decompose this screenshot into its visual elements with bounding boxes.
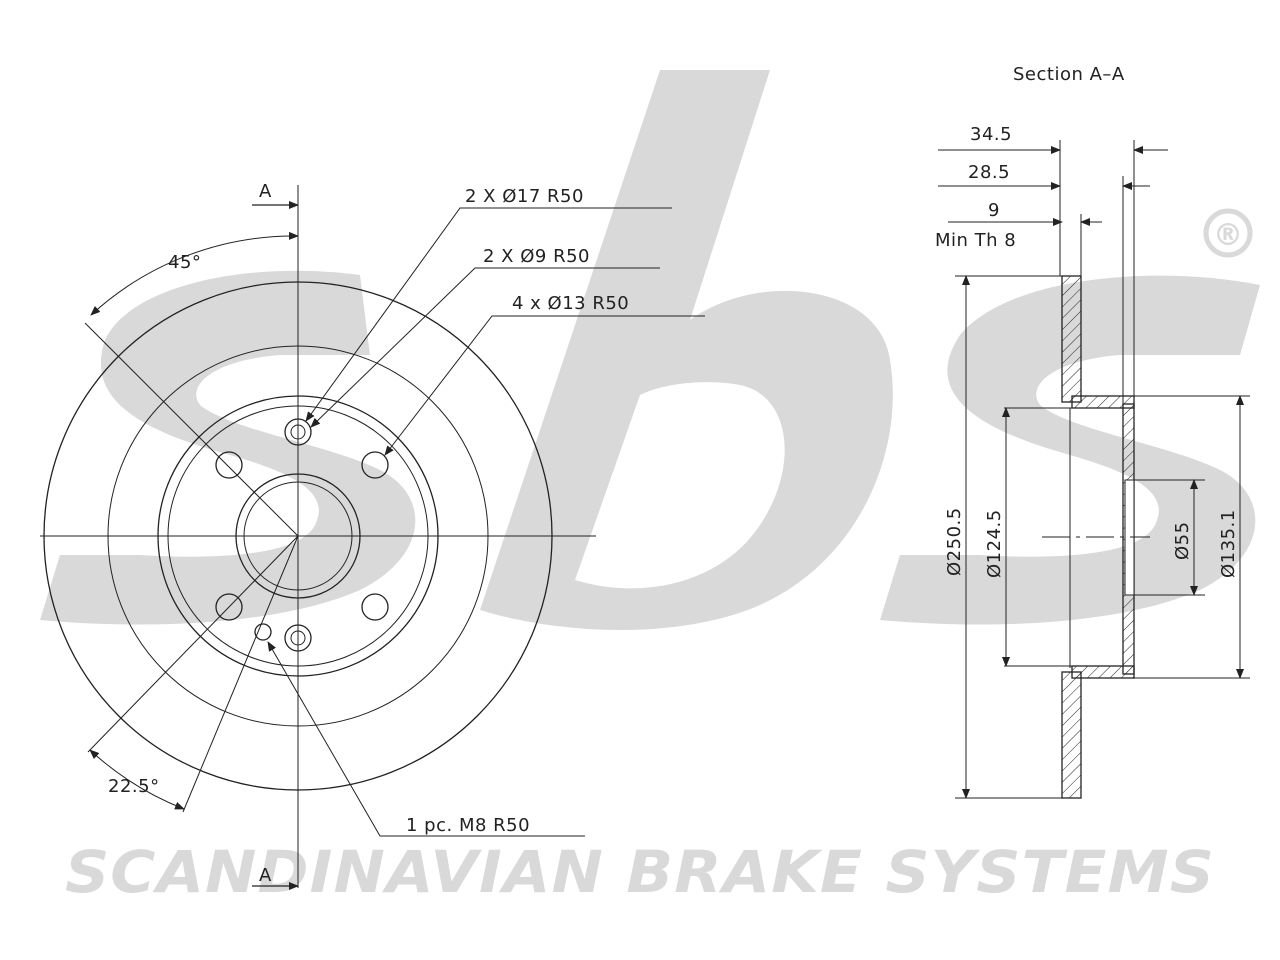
disc-cross-section bbox=[1004, 275, 1135, 799]
bolt-hole-13 bbox=[215, 593, 243, 621]
dim-135-1: Ø135.1 bbox=[1134, 395, 1250, 679]
brand-tagline: SCANDINAVIAN BRAKE SYSTEMS bbox=[65, 838, 1215, 906]
section-title: Section A–A bbox=[1013, 64, 1125, 85]
callout-holes-9-label: 2 X Ø9 R50 bbox=[483, 246, 590, 267]
dim-250-5-label: Ø250.5 bbox=[944, 507, 965, 576]
dim-55: Ø55 bbox=[1134, 479, 1205, 596]
callout-holes-9: 2 X Ø9 R50 bbox=[310, 246, 660, 428]
logo-letter-b bbox=[480, 70, 893, 630]
callout-holes-17-label: 2 X Ø17 R50 bbox=[465, 186, 584, 207]
friction-ring-upper bbox=[1061, 275, 1082, 403]
logo-letter-s-left bbox=[40, 270, 416, 625]
front-view: A A 45° 22.5° 2 X Ø17 R50 2 X Ø9 R50 4 x… bbox=[40, 181, 705, 890]
dim-34-5-label: 34.5 bbox=[970, 124, 1012, 145]
dim-28-5: 28.5 bbox=[938, 162, 1150, 404]
bolt-hole-13 bbox=[215, 451, 243, 479]
friction-ring-lower bbox=[1061, 671, 1082, 799]
dim-34-5: 34.5 bbox=[938, 124, 1168, 396]
min-thickness-label: Min Th 8 bbox=[935, 230, 1016, 251]
dim-9: 9 Min Th 8 bbox=[935, 200, 1102, 276]
registered-mark: ® bbox=[1203, 208, 1253, 258]
bolt-hole-13 bbox=[361, 593, 389, 621]
callout-holes-13-label: 4 x Ø13 R50 bbox=[512, 293, 629, 314]
section-marker-bottom: A bbox=[259, 865, 272, 886]
angle-dimension-bottom: 22.5° bbox=[87, 535, 299, 813]
dim-124-5-label: Ø124.5 bbox=[984, 509, 1005, 578]
section-view: Section A–A 34.5 28.5 bbox=[935, 64, 1250, 799]
callout-holes-17: 2 X Ø17 R50 bbox=[305, 186, 672, 422]
angle-dimension-top: 45° bbox=[84, 231, 299, 537]
dim-250-5: Ø250.5 bbox=[944, 275, 1062, 799]
section-marker-top: A bbox=[259, 181, 272, 202]
bolt-hole-13 bbox=[361, 451, 389, 479]
dim-135-1-label: Ø135.1 bbox=[1218, 509, 1239, 578]
registered-mark-letter: ® bbox=[1213, 218, 1243, 253]
thread-hole-m8 bbox=[254, 623, 272, 641]
dim-9-label: 9 bbox=[988, 200, 1000, 221]
hat-top-wall bbox=[1071, 395, 1135, 409]
dim-28-5-label: 28.5 bbox=[968, 162, 1010, 183]
callout-thread-m8-label: 1 pc. M8 R50 bbox=[406, 815, 530, 836]
angle-22-5-label: 22.5° bbox=[108, 776, 160, 797]
callout-holes-13: 4 x Ø13 R50 bbox=[384, 293, 705, 456]
dim-55-label: Ø55 bbox=[1172, 521, 1193, 560]
callout-thread-m8: 1 pc. M8 R50 bbox=[267, 641, 585, 837]
dim-124-5: Ø124.5 bbox=[984, 407, 1010, 667]
section-markers: A A bbox=[252, 181, 299, 890]
angle-45-label: 45° bbox=[168, 252, 201, 273]
